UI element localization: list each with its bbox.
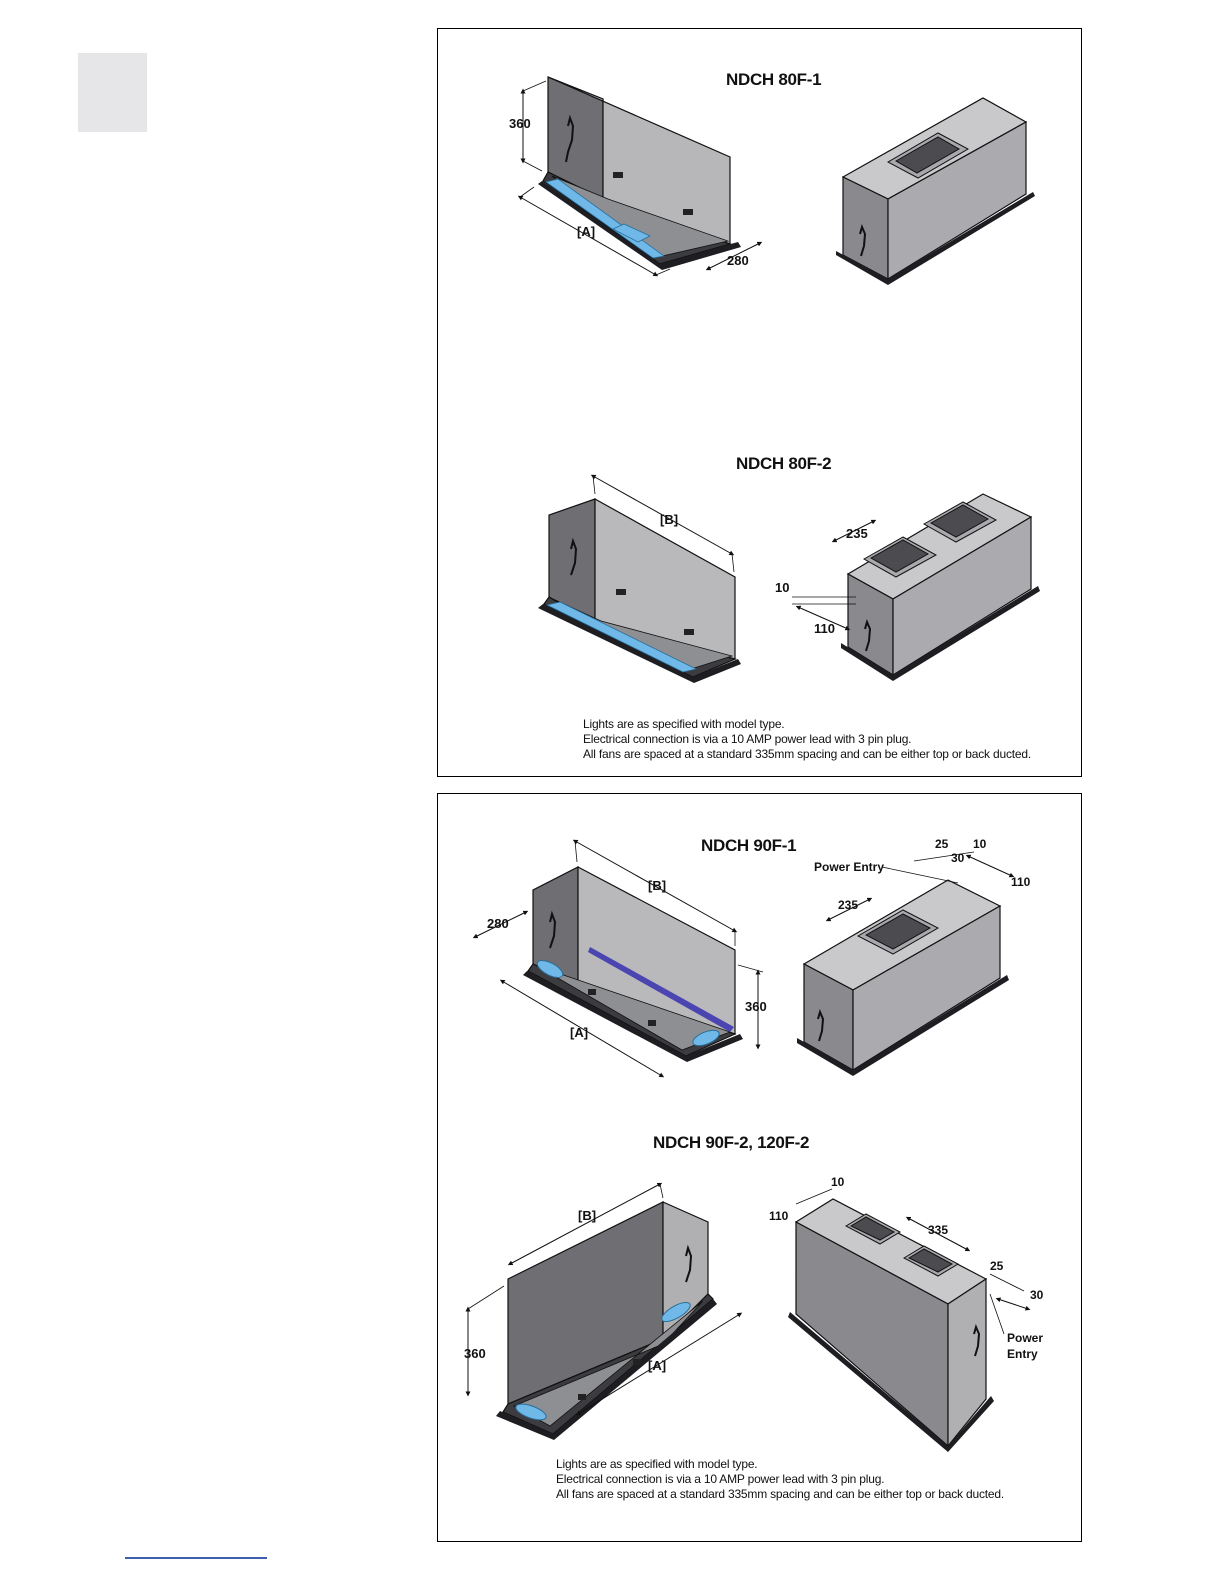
hood-80f-2-top: [841, 493, 1040, 681]
page-corner-tab: [78, 53, 147, 132]
dim-80f-2-length: [B]: [660, 512, 678, 527]
diagram-90f-2-title: NDCH 90F-2, 120F-2: [653, 1133, 809, 1152]
label-90f-2-entry: Entry: [1007, 1347, 1038, 1361]
footer-rule: [125, 1557, 267, 1559]
dim-90f-2-10: 10: [831, 1175, 845, 1189]
hood-80f-1-top: [836, 97, 1035, 285]
dim-80f-2-edge: 10: [775, 580, 789, 595]
dim-90f-2-spacing: 335: [928, 1223, 948, 1237]
note-lights: Lights are as specified with model type.: [556, 1457, 758, 1471]
dim-90f-1-length-b: [B]: [648, 878, 666, 893]
label-90f-2-power: Power: [1007, 1331, 1043, 1345]
panel-80f-drawings: NDCH 80F-1 360 [A] 280: [509, 70, 1040, 683]
hood-90f-1-underside: [523, 866, 743, 1062]
dim-80f-2-offset: 110: [814, 621, 835, 636]
dim-90f-1-30: 30: [951, 851, 965, 865]
panel-90f-notes: Lights are as specified with model type.…: [556, 1457, 1004, 1502]
note-lights: Lights are as specified with model type.: [583, 717, 785, 731]
dim-90f-1-depth: 280: [487, 916, 509, 931]
dim-80f-1-height: 360: [509, 116, 531, 131]
dim-90f-2-25: 25: [990, 1259, 1004, 1273]
panel-80f-notes: Lights are as specified with model type.…: [583, 717, 1031, 762]
dim-90f-2-length-a: [A]: [648, 1358, 666, 1373]
note-electrical: Electrical connection is via a 10 AMP po…: [583, 732, 912, 746]
hood-80f-2-underside: [538, 497, 741, 683]
dim-80f-1-depth: 280: [727, 253, 749, 268]
hood-90f-1-top: [797, 879, 1009, 1076]
panel-90f-drawings: NDCH 90F-1 [B] 280 360 [A]: [464, 836, 1044, 1452]
dim-90f-2-length-b: [B]: [578, 1208, 596, 1223]
dim-80f-1-length: [A]: [577, 224, 595, 239]
hood-90f-2-top: [788, 1198, 994, 1452]
dim-90f-2-height: 360: [464, 1346, 486, 1361]
dim-90f-2-30: 30: [1030, 1288, 1044, 1302]
dim-90f-1-25: 25: [935, 837, 949, 851]
note-fans: All fans are spaced at a standard 335mm …: [556, 1487, 1004, 1501]
note-electrical: Electrical connection is via a 10 AMP po…: [556, 1472, 885, 1486]
dim-90f-1-10: 10: [973, 837, 987, 851]
diagram-80f-1-title: NDCH 80F-1: [726, 70, 821, 89]
spec-panel-90f: NDCH 90F-1 [B] 280 360 [A]: [437, 793, 1082, 1542]
note-fans: All fans are spaced at a standard 335mm …: [583, 747, 1031, 761]
dim-90f-1-110: 110: [1011, 875, 1031, 889]
label-90f-1-power-entry: Power Entry: [814, 860, 884, 874]
spec-panel-80f: NDCH 80F-1 360 [A] 280: [437, 28, 1082, 777]
dim-90f-2-110: 110: [769, 1209, 789, 1223]
dim-90f-1-height: 360: [745, 999, 767, 1014]
hood-80f-1-underside: [538, 76, 741, 270]
diagram-80f-2-title: NDCH 80F-2: [736, 454, 831, 473]
diagram-90f-1-title: NDCH 90F-1: [701, 836, 796, 855]
dim-90f-1-duct: 235: [838, 898, 858, 912]
dim-80f-2-duct: 235: [846, 526, 868, 541]
dim-90f-1-length-a: [A]: [570, 1025, 588, 1040]
hood-90f-2-underside: [496, 1201, 717, 1440]
